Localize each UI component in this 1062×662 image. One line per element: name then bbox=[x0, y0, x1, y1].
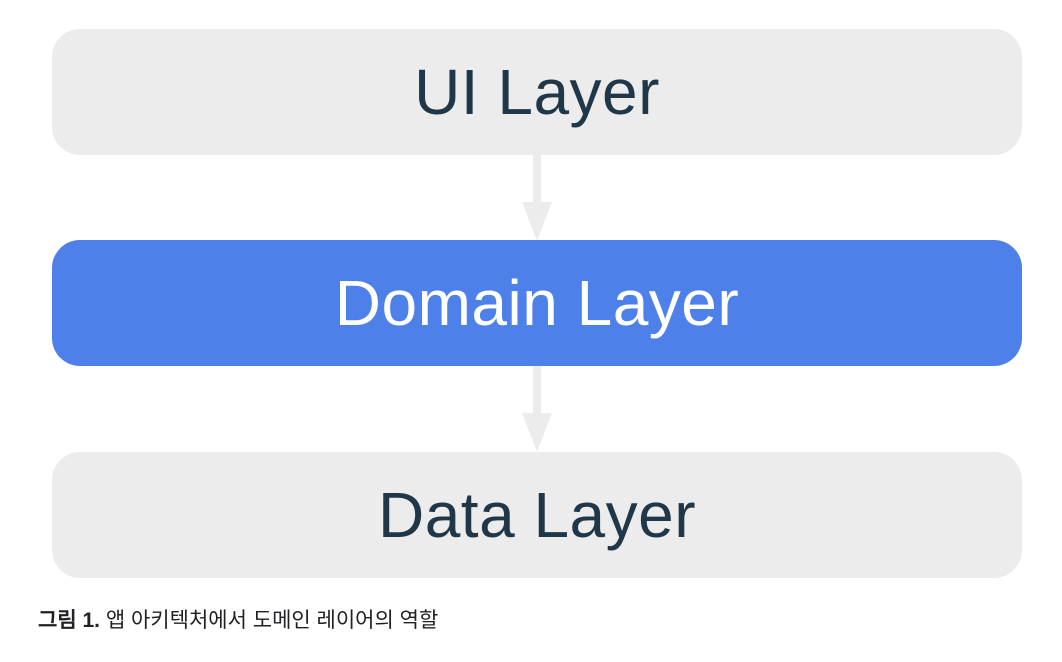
figure-caption-text: 앱 아키텍처에서 도메인 레이어의 역할 bbox=[100, 609, 439, 632]
arrow-head bbox=[522, 202, 552, 241]
layer-box-ui: UI Layer bbox=[52, 29, 1022, 155]
layer-box-data: Data Layer bbox=[52, 452, 1022, 578]
layer-label-domain: Domain Layer bbox=[334, 267, 740, 339]
arrow-stem bbox=[533, 155, 541, 202]
figure-caption: 그림 1. 앱 아키텍처에서 도메인 레이어의 역할 bbox=[38, 606, 438, 635]
layer-box-domain: Domain Layer bbox=[52, 240, 1022, 366]
figure-caption-label: 그림 1. bbox=[38, 609, 100, 632]
arrow-stem bbox=[533, 366, 541, 413]
arrow-head bbox=[522, 413, 552, 452]
layer-label-ui: UI Layer bbox=[414, 56, 660, 128]
layer-label-data: Data Layer bbox=[377, 479, 697, 551]
